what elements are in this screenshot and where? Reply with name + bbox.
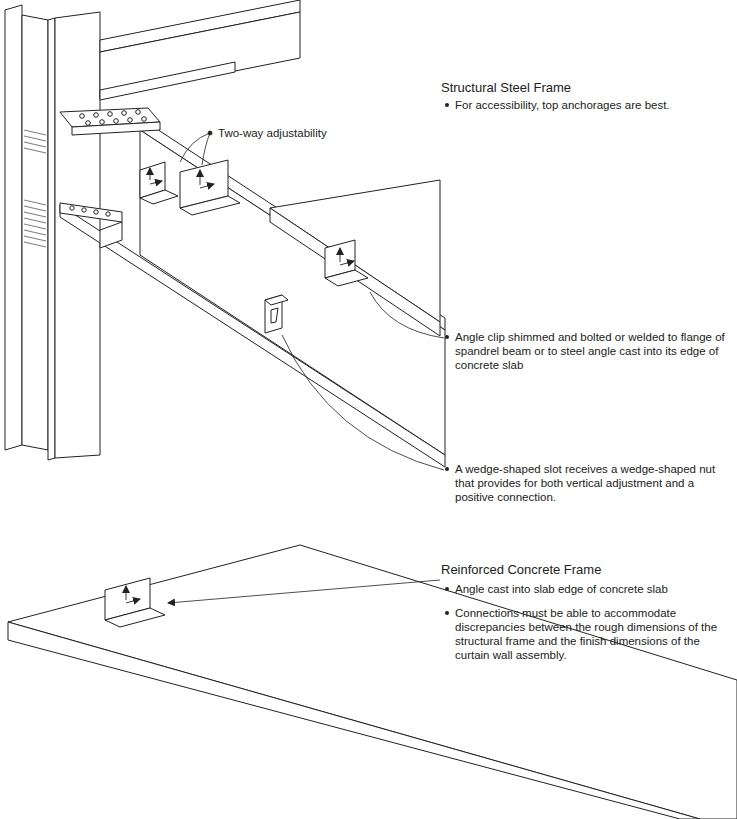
- column-back-flange: [5, 5, 22, 450]
- connection-plate-edge: [72, 122, 160, 135]
- section-heading: Structural Steel Frame: [441, 80, 731, 96]
- bolts: [80, 110, 147, 126]
- adjustment-arrows: [126, 168, 354, 603]
- leader-line: [202, 133, 210, 165]
- angle-clip: [180, 196, 240, 215]
- weld-hatch: [24, 130, 46, 247]
- callout-label: Two-way adjustability: [218, 126, 368, 140]
- bullet-dots: [445, 103, 449, 615]
- bullet-note: Angle cast into slab edge of concrete sl…: [455, 582, 730, 596]
- column-web: [22, 15, 48, 450]
- angle-clip: [140, 190, 178, 204]
- angle-clip: [325, 270, 368, 286]
- wedge-clip: [265, 295, 288, 305]
- connection-plate: [60, 203, 122, 222]
- connection-plate-edge: [100, 222, 122, 248]
- floor-slab-top: [270, 180, 440, 322]
- leader-line: [370, 292, 444, 338]
- bullet-note: A wedge-shaped slot receives a wedge-sha…: [455, 462, 730, 504]
- floor-slab-edge: [270, 208, 440, 336]
- bullet-note: For accessibility, top anchorages are be…: [455, 98, 730, 112]
- wedge-nut: [271, 308, 278, 323]
- concrete-slab-edge: [8, 622, 700, 819]
- bullet-note: Connections must be able to accommodate …: [455, 606, 730, 662]
- column-flange-edge: [48, 18, 55, 460]
- leader-arrow: [168, 580, 440, 603]
- concrete-slab-top: [8, 545, 737, 819]
- section-heading: Reinforced Concrete Frame: [441, 562, 731, 578]
- back-beam-bottom-flange: [100, 62, 235, 100]
- leader-lines: [168, 131, 444, 603]
- bullet-note: Angle clip shimmed and bolted or welded …: [455, 330, 730, 372]
- bolts: [70, 206, 110, 216]
- leader-line: [282, 335, 444, 470]
- cast-angle: [105, 608, 165, 627]
